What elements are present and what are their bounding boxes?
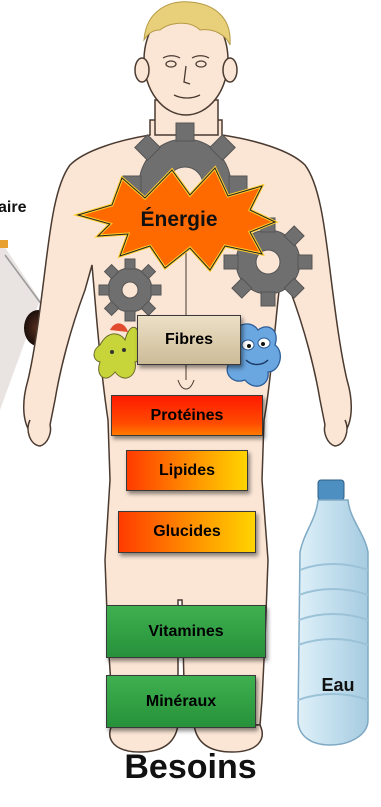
energy-label: Énergie xyxy=(104,200,254,240)
diagram-title: Besoins xyxy=(0,748,381,787)
nutrient-box-glucides: Glucides xyxy=(118,511,256,553)
gear-icon xyxy=(99,259,161,321)
nutrient-box-fibres: Fibres xyxy=(137,315,241,365)
partial-label: aire xyxy=(0,199,26,217)
nutrient-box-vitamines: Vitamines xyxy=(106,605,266,658)
nutrient-box-proteines: Protéines xyxy=(111,395,263,436)
nutrient-box-lipides: Lipides xyxy=(126,450,248,491)
water-label: Eau xyxy=(302,662,374,708)
nutrient-box-mineraux: Minéraux xyxy=(106,675,256,728)
